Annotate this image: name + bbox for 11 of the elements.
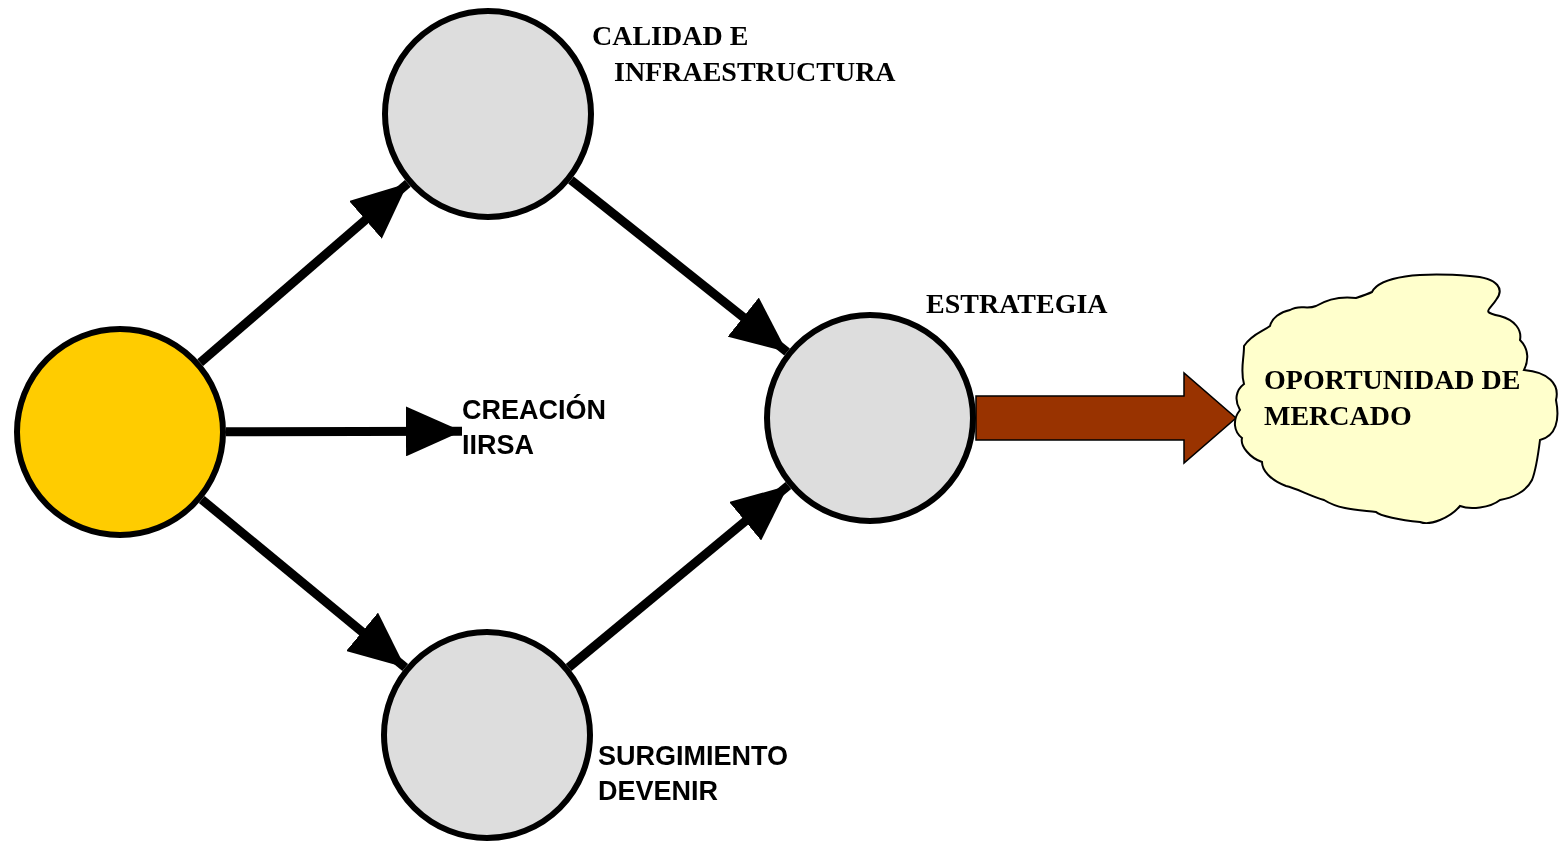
arrow	[226, 406, 462, 457]
arrow	[197, 179, 411, 367]
arrow	[568, 176, 790, 356]
block-arrow	[975, 371, 1238, 465]
node-label: ESTRATEGIA	[926, 287, 1109, 321]
node-label: SURGIMIENTO DEVENIR	[598, 740, 789, 809]
arrow	[565, 482, 792, 671]
node-label: OPORTUNIDAD DE MERCADO	[1264, 363, 1522, 434]
arrow	[198, 496, 409, 671]
node-label: CREACIÓN IIRSA	[462, 393, 607, 463]
node-label: CALIDAD E INFRAESTRUCTURA	[592, 19, 897, 90]
